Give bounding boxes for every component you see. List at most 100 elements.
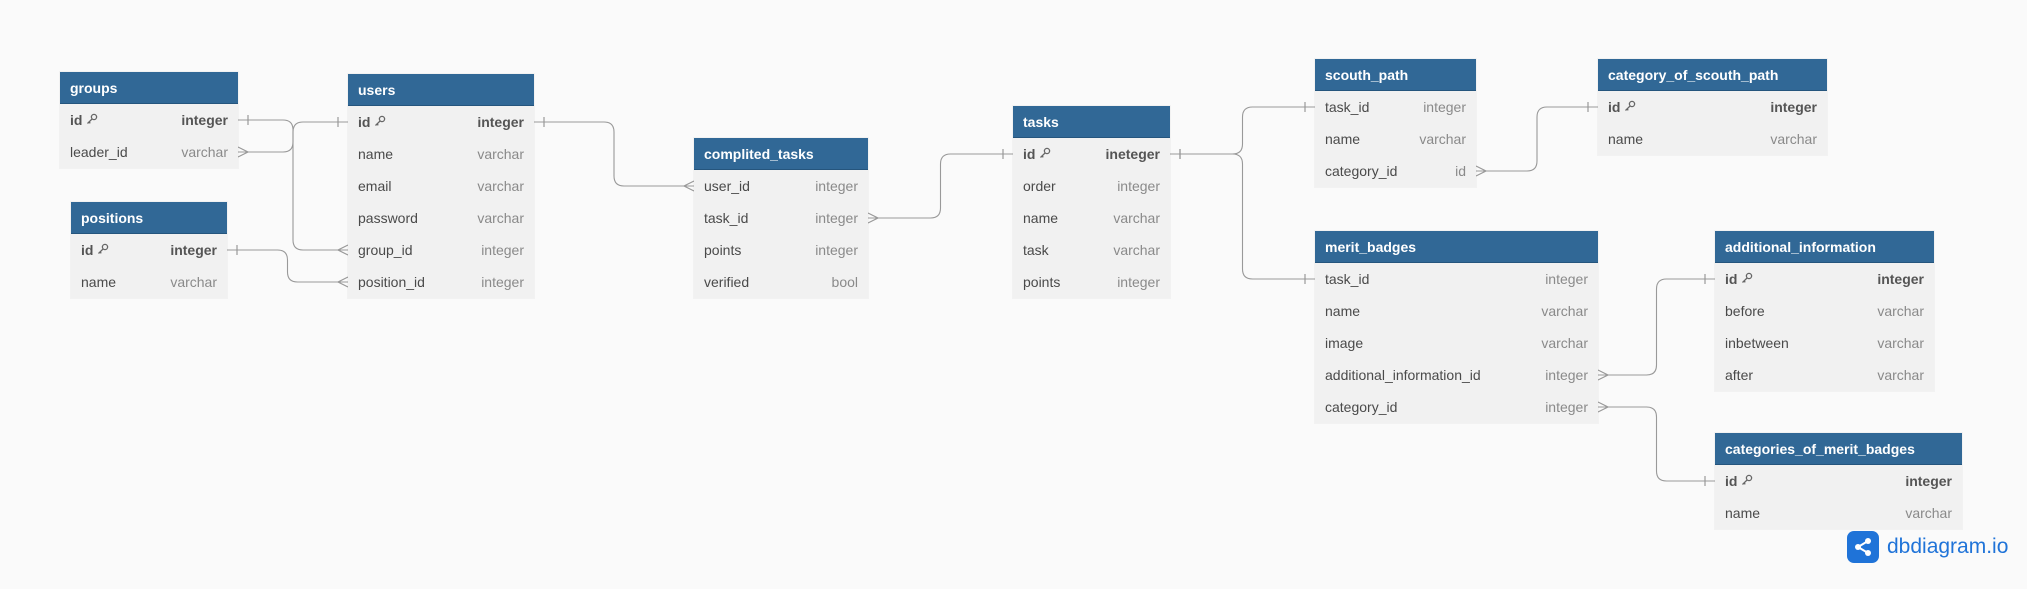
field-row[interactable]: id integer	[348, 106, 534, 138]
field-row[interactable]: id integer	[1715, 263, 1934, 295]
field-name: verified	[704, 274, 750, 290]
field-name: points	[1023, 274, 1061, 290]
primary-key-icon	[370, 114, 386, 130]
field-type: bool	[831, 274, 858, 290]
field-name: id	[1608, 99, 1621, 115]
primary-key-icon	[1737, 473, 1753, 489]
field-row[interactable]: inbetween varchar	[1715, 327, 1934, 359]
field-type: varchar	[1113, 242, 1160, 258]
field-name: name	[1023, 210, 1059, 226]
many-marker	[237, 146, 250, 158]
field-type: integer	[1877, 271, 1924, 287]
field-name: inbetween	[1725, 335, 1789, 351]
field-type: varchar	[170, 274, 217, 290]
many-marker	[336, 244, 349, 256]
table-header[interactable]: users	[348, 74, 534, 106]
field-name: id	[358, 114, 371, 130]
table-header[interactable]: complited_tasks	[694, 138, 868, 170]
field-name: category_id	[1325, 399, 1398, 415]
field-name: task	[1023, 242, 1049, 258]
field-name: id	[81, 242, 94, 258]
field-row[interactable]: user_id integer	[694, 170, 868, 202]
field-type: integer	[477, 114, 524, 130]
relation-line	[1476, 106, 1598, 172]
field-type: varchar	[1419, 131, 1466, 147]
brand-watermark[interactable]: dbdiagram.io	[1847, 530, 2008, 564]
primary-key-icon	[93, 242, 109, 258]
field-type: integer	[1770, 99, 1817, 115]
field-name: points	[704, 242, 742, 258]
field-name: id	[1725, 271, 1738, 287]
field-type: ineteger	[1105, 146, 1160, 162]
many-marker	[1597, 369, 1610, 381]
field-type: integer	[1423, 99, 1466, 115]
field-row[interactable]: id integer	[1598, 91, 1827, 123]
field-name: name	[1325, 131, 1361, 147]
field-type: varchar	[1877, 335, 1924, 351]
table-header[interactable]: groups	[60, 72, 238, 104]
field-name: id	[70, 112, 83, 128]
table-header[interactable]: categories_of_merit_badges	[1715, 433, 1962, 465]
field-name: user_id	[704, 178, 750, 194]
table-header[interactable]: additional_information	[1715, 231, 1934, 263]
field-row[interactable]: name varchar	[1598, 123, 1827, 155]
field-name: name	[1608, 131, 1644, 147]
field-row[interactable]: verified bool	[694, 266, 868, 298]
table-header[interactable]: tasks	[1013, 106, 1170, 138]
field-type: integer	[815, 178, 858, 194]
field-row[interactable]: task varchar	[1013, 234, 1170, 266]
relation-line	[1170, 153, 1315, 280]
field-row[interactable]: name varchar	[1315, 123, 1476, 155]
table-header[interactable]: positions	[71, 202, 227, 234]
table-header[interactable]: category_of_scouth_path	[1598, 59, 1827, 91]
field-type: integer	[481, 274, 524, 290]
table-header[interactable]: scouth_path	[1315, 59, 1476, 91]
field-name: name	[1325, 303, 1361, 319]
field-type: varchar	[1770, 131, 1817, 147]
field-type: integer	[1545, 271, 1588, 287]
relation-line	[238, 121, 348, 153]
many-marker	[682, 180, 695, 192]
field-type: id	[1455, 163, 1466, 179]
table-header[interactable]: merit_badges	[1315, 231, 1598, 263]
primary-key-icon	[1737, 271, 1753, 287]
field-name: order	[1023, 178, 1056, 194]
